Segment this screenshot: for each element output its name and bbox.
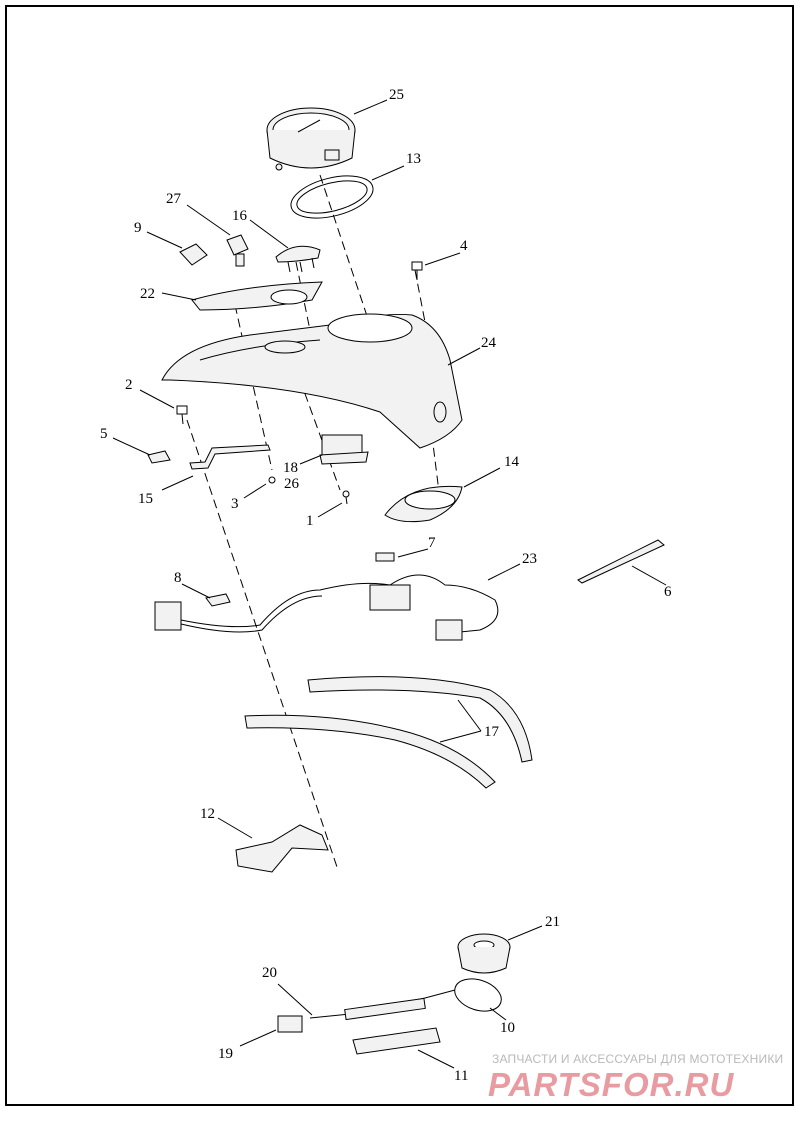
watermark-logo: PARTSFOR.RU (488, 1066, 735, 1103)
callout-12: 12 (200, 806, 215, 822)
bolt-part-4 (411, 261, 423, 280)
callout-26: 26 (284, 476, 300, 492)
console-housing-part-24 (161, 313, 463, 449)
diagram-frame (5, 5, 794, 1106)
conduit-part-11 (352, 1027, 441, 1055)
callout-3: 3 (231, 496, 239, 512)
callout-20: 20 (262, 965, 277, 981)
callout-18: 18 (283, 460, 298, 476)
o-ring-part-10 (454, 978, 502, 1012)
gasket-ring-part (290, 175, 374, 219)
callout-15: 15 (138, 491, 153, 507)
bezel-part-16 (275, 245, 321, 273)
screw-part-26 (268, 476, 276, 484)
clip-part-8 (205, 593, 231, 607)
wiring-harness-part-23 (154, 574, 499, 641)
label-part-7 (375, 552, 395, 562)
callout-24: 24 (481, 335, 497, 351)
callout-25: 25 (389, 87, 404, 103)
callout-23: 23 (522, 551, 537, 567)
callout-leaders (112, 99, 667, 1069)
callout-11: 11 (454, 1068, 468, 1084)
callout-labels: 25 13 27 9 16 4 22 24 2 5 15 3 26 18 14 … (100, 87, 672, 1084)
screw-part-1 (342, 490, 350, 505)
switch-part-27 (226, 234, 249, 267)
callout-27: 27 (166, 191, 182, 207)
clip-part-9 (179, 243, 208, 266)
callout-6: 6 (664, 584, 672, 600)
cable-tie-part-6 (577, 539, 665, 584)
connector-part-19 (277, 1015, 303, 1033)
callout-22: 22 (140, 286, 155, 302)
bracket-part-12 (235, 824, 329, 873)
callout-14: 14 (504, 454, 520, 470)
indicator-lamp-part-21 (457, 933, 511, 974)
watermark-tagline: ЗАПЧАСТИ И АКСЕССУАРЫ ДЛЯ МОТОТЕХНИКИ (492, 1052, 784, 1066)
switch-housing-part-18 (319, 434, 369, 465)
callout-13: 13 (406, 151, 421, 167)
callout-19: 19 (218, 1046, 233, 1062)
callout-2: 2 (125, 377, 133, 393)
assembly-axis-lines (186, 174, 441, 871)
callout-1: 1 (306, 513, 314, 529)
gauge-part (266, 107, 356, 171)
bracket-part-15 (189, 444, 271, 470)
callout-10: 10 (500, 1020, 515, 1036)
bolt-part-2 (176, 405, 188, 425)
trim-strip-part-17 (244, 676, 533, 789)
mount-ring-part-14 (384, 485, 463, 523)
callout-7: 7 (428, 535, 436, 551)
callout-16: 16 (232, 208, 248, 224)
callout-9: 9 (134, 220, 142, 236)
callout-8: 8 (174, 570, 182, 586)
callout-4: 4 (460, 238, 468, 254)
wire-lead-part-20 (309, 989, 456, 1021)
callout-21: 21 (545, 914, 560, 930)
clip-part-5 (147, 450, 171, 464)
callout-17: 17 (484, 724, 500, 740)
trim-panel-part-22 (191, 281, 323, 311)
callout-5: 5 (100, 426, 108, 442)
